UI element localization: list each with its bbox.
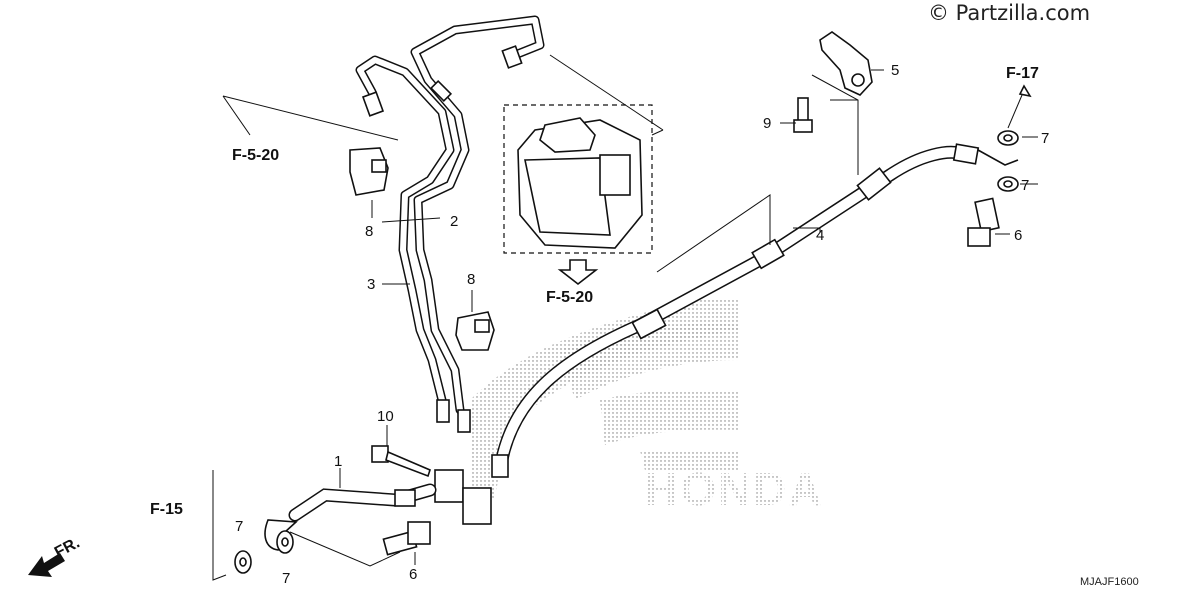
clamp-8-right[interactable] [455, 311, 495, 351]
callout-4[interactable]: 4 [816, 227, 824, 244]
abs-modulator-unit[interactable] [517, 117, 643, 249]
callout-9[interactable]: 9 [763, 115, 771, 132]
abs-to-pipe-line [549, 54, 664, 131]
brake-hose-4[interactable] [491, 143, 1019, 478]
section-ref-f-5-20-top[interactable]: F-5-20 [232, 147, 279, 164]
bolt-9[interactable] [793, 97, 813, 133]
brake-pipe-3[interactable] [355, 55, 455, 405]
joint-block-b [462, 487, 492, 525]
abs-unit-dashed-frame [503, 104, 653, 254]
up-arrow-icon [1018, 84, 1032, 98]
leader-lines [212, 69, 1038, 581]
section-ref-f-17[interactable]: F-17 [1006, 65, 1039, 82]
bolt-10[interactable] [371, 445, 431, 478]
callout-10[interactable]: 10 [377, 408, 394, 425]
callout-3[interactable]: 3 [367, 276, 375, 293]
abs-leader-line [651, 129, 664, 136]
clamp-8-left[interactable] [349, 147, 389, 196]
bolt-6-right[interactable] [967, 197, 1000, 247]
callout-6-right[interactable]: 6 [1014, 227, 1022, 244]
pipe-fitting-left [361, 91, 385, 117]
diagram-code: MJAJF1600 [1080, 576, 1139, 588]
callout-6-left[interactable]: 6 [409, 566, 417, 583]
washers-7[interactable] [234, 130, 1019, 574]
pipe-fitting-top [501, 45, 523, 69]
bracket-5[interactable] [819, 31, 873, 96]
copyright-text: © Partzilla.com [928, 1, 1090, 25]
pipe-fitting-lower-b [457, 409, 471, 433]
callout-8-right[interactable]: 8 [467, 271, 475, 288]
callout-7-d[interactable]: 7 [282, 570, 290, 587]
pipe-fitting-lower-a [436, 399, 450, 423]
front-direction-arrow-icon [28, 553, 65, 577]
callout-2[interactable]: 2 [450, 213, 458, 230]
section-ref-f-5-20-abs[interactable]: F-5-20 [546, 289, 593, 306]
callout-1[interactable]: 1 [334, 453, 342, 470]
callout-8-left[interactable]: 8 [365, 223, 373, 240]
callout-7-c[interactable]: 7 [235, 518, 243, 535]
pipe-clamp [429, 79, 453, 103]
honda-text-watermark: HONDA [645, 463, 824, 515]
bolt-6-left[interactable] [382, 521, 431, 556]
down-arrow-icon [557, 259, 599, 286]
brake-pipe-2[interactable] [410, 15, 545, 415]
callout-7-b[interactable]: 7 [1021, 177, 1029, 194]
joint-block-a [434, 469, 464, 503]
section-ref-f-15[interactable]: F-15 [150, 501, 183, 518]
callout-7-a[interactable]: 7 [1041, 130, 1049, 147]
callout-5[interactable]: 5 [891, 62, 899, 79]
